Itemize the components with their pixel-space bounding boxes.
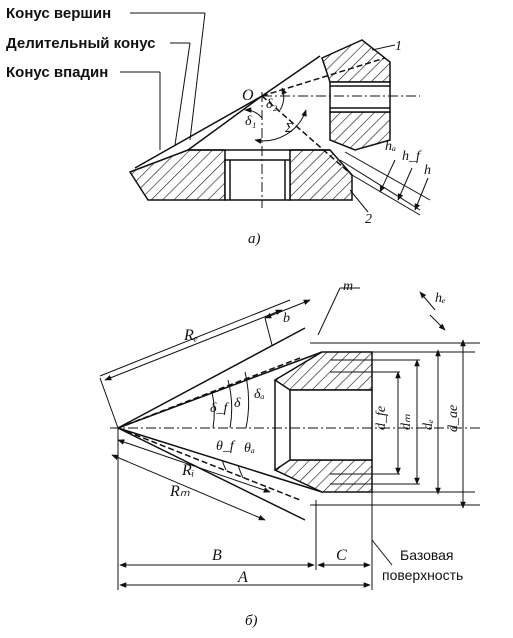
gear-b-bore xyxy=(289,389,373,461)
label-b: b xyxy=(283,311,290,326)
label-dfe: d_fe xyxy=(374,406,389,430)
label-base-line1: Базовая xyxy=(400,547,454,563)
label-delta-f: δ_f xyxy=(210,401,230,416)
label-Re: Rₑ xyxy=(183,327,198,344)
label-dm: dₘ xyxy=(399,414,414,430)
label-B: B xyxy=(212,547,222,564)
label-root-cone: Конус впадин xyxy=(6,64,108,81)
caption-a: а) xyxy=(248,231,261,247)
gear2-left-section xyxy=(128,149,226,201)
label-delta: δ xyxy=(234,396,241,411)
caption-b: б) xyxy=(245,613,258,629)
figure-b xyxy=(99,287,480,590)
figure-a-labels: Конус вершин Делительный конус Конус впа… xyxy=(6,5,431,247)
label-A: A xyxy=(237,569,248,586)
label-de: dₑ xyxy=(421,419,436,430)
label-base-line2: поверхность xyxy=(382,567,463,583)
label-pitch-cone: Делительный конус xyxy=(6,35,156,52)
label-m: m xyxy=(343,279,353,294)
label-Rm: Rₘ xyxy=(169,483,190,500)
label-C: C xyxy=(336,547,347,564)
figure-a xyxy=(120,12,431,216)
label-tip-cone: Конус вершин xyxy=(6,5,111,22)
label-delta2: δ₂ xyxy=(266,97,278,112)
gear2-bore xyxy=(224,159,291,201)
gear-b-lower-section xyxy=(273,459,373,493)
label-he: hₑ xyxy=(435,291,446,306)
label-delta1: δ₁ xyxy=(245,114,256,129)
label-gear2: 2 xyxy=(365,212,372,227)
gear1-upper-section xyxy=(321,39,391,83)
label-gear1: 1 xyxy=(395,39,402,54)
gear1-lower-section xyxy=(329,111,391,151)
figure-b-labels: m hₑ Rₑ b δ_f δ δₐ θ_f θₐ Rᵢ Rₘ d_fe dₘ … xyxy=(169,279,463,629)
label-dae: d_ae xyxy=(446,405,461,432)
label-ha: hₐ xyxy=(385,139,396,154)
label-h: h xyxy=(424,163,431,178)
label-delta-a: δₐ xyxy=(254,387,265,402)
label-theta-a: θₐ xyxy=(244,441,255,456)
label-Ri: Rᵢ xyxy=(181,462,194,479)
label-hf: h_f xyxy=(402,149,422,164)
label-sigma: Σ xyxy=(284,121,294,136)
label-apex: O xyxy=(242,87,254,104)
label-theta-f: θ_f xyxy=(216,439,236,454)
gear2-right-section xyxy=(289,149,353,201)
gear-b-upper-section xyxy=(273,351,373,391)
gear1-bore xyxy=(329,81,391,113)
